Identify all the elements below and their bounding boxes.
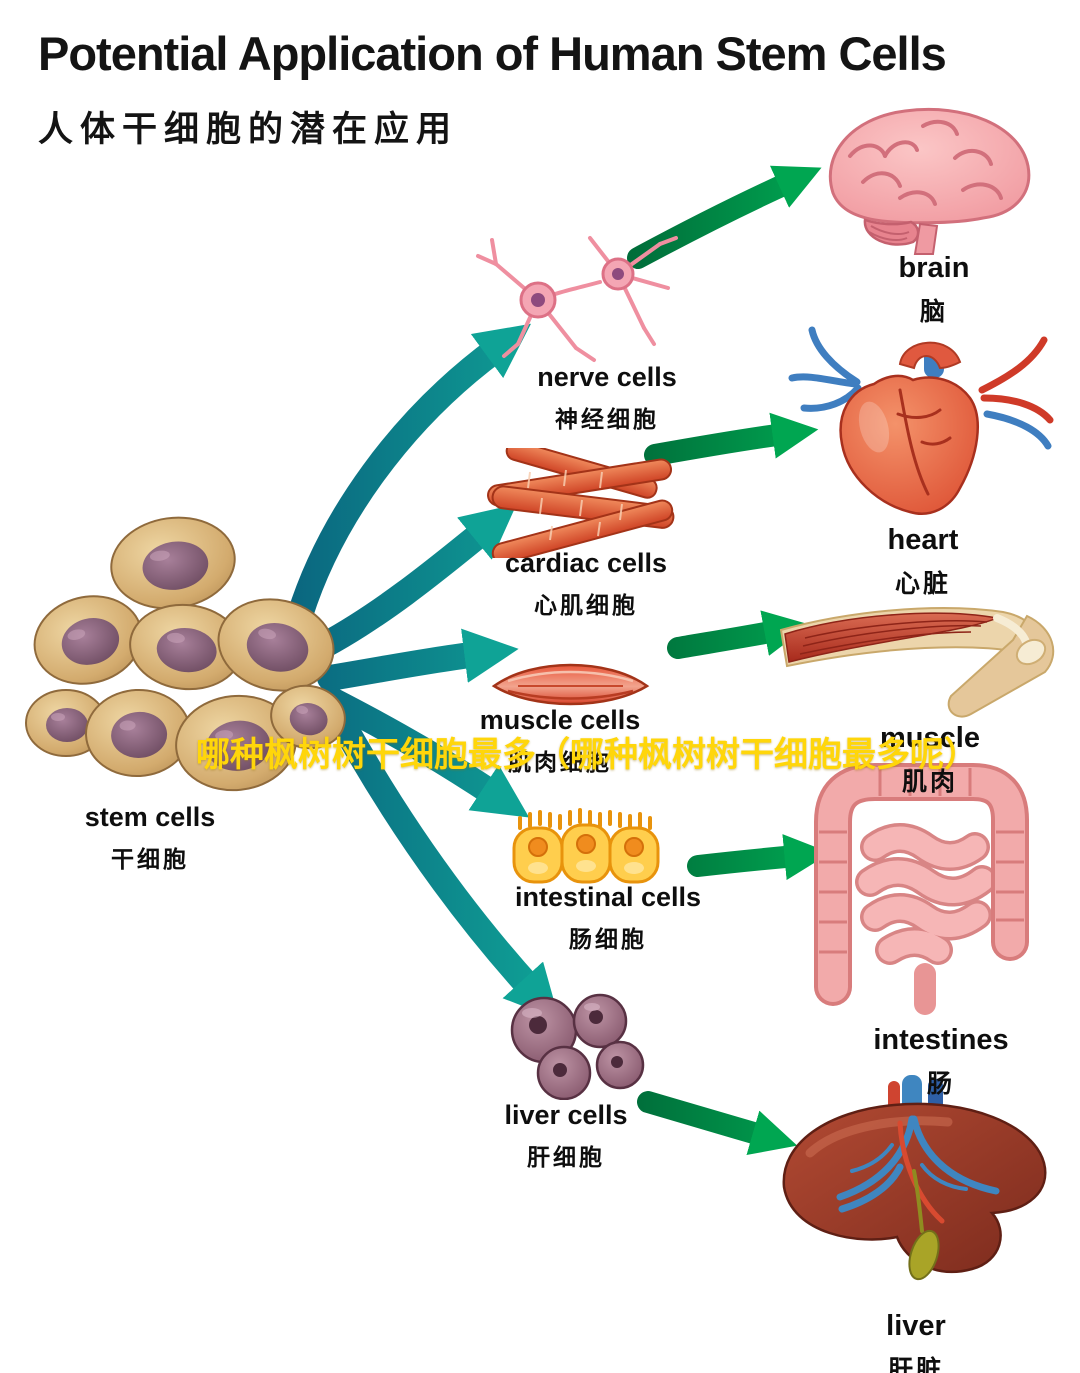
liver-cells-illustration	[492, 985, 652, 1100]
muscle-cells-illustration	[488, 648, 653, 718]
arrow-stem-to-intestinal-cells	[319, 687, 530, 818]
brain-gyri	[848, 119, 1003, 206]
stem-cell-group	[25, 516, 346, 792]
liver-cell-group	[510, 993, 645, 1100]
brainstem	[913, 222, 939, 255]
brain-label: brain 脑	[898, 252, 970, 326]
heart-body	[839, 374, 979, 515]
watermark-text: 哪种枫树树干细胞最多（哪种枫树树干细胞最多呢）	[196, 736, 978, 774]
page-title: Potential Application of Human Stem Cell…	[38, 27, 947, 80]
muscle-label: muscle 肌肉	[880, 722, 980, 796]
colon	[814, 763, 1029, 1015]
gallbladder	[908, 1229, 940, 1281]
arrow-musclecells-to-muscle	[667, 610, 811, 659]
arrow-stem-to-nerve-cells	[287, 323, 531, 628]
arrow-stem-to-liver-cells	[325, 702, 560, 1021]
cardiac-striations	[527, 469, 623, 541]
intestinal-cells-label: intestinal cells 肠细胞	[514, 882, 702, 952]
liver-vein-branches	[850, 1143, 968, 1191]
cardiac-cells-label: cardiac cells 心肌细胞	[504, 548, 668, 618]
liver-label: liver 肝脏	[886, 1310, 946, 1373]
elbow-bone	[1015, 638, 1047, 666]
brain-illustration	[805, 98, 1045, 258]
aorta	[898, 341, 962, 370]
liver-veins	[836, 1115, 1000, 1213]
stem-cells-illustration	[18, 505, 348, 805]
haustra-lines	[819, 768, 1024, 954]
intestinal-cells-illustration	[498, 792, 673, 892]
cerebrum	[828, 107, 1031, 225]
liver-illustration	[772, 1075, 1067, 1310]
muscle-fibers	[799, 620, 988, 655]
cardiac-fibers	[487, 448, 675, 558]
nerve-cells-label: nerve cells 神经细胞	[537, 362, 677, 432]
bile-duct	[912, 1169, 924, 1233]
arrow-stem-to-muscle-cells	[317, 628, 519, 691]
brush-border	[518, 808, 652, 830]
header: Potential Application of Human Stem Cell…	[38, 26, 947, 152]
red-vessels	[978, 336, 1054, 424]
nerve-cells-illustration	[468, 222, 683, 372]
arrow-stem-to-cardiac-cells	[312, 504, 517, 658]
page-subtitle: 人体干细胞的潜在应用	[38, 110, 459, 149]
coronary-vessels	[896, 388, 952, 496]
heart-label: heart 心脏	[887, 524, 959, 598]
cardiac-cells-illustration	[482, 448, 682, 558]
arrow-intestinalcells-to-intestines	[687, 834, 831, 881]
liver-cells-label: liver cells 肝细胞	[504, 1100, 628, 1170]
arrow-livercells-to-liver	[637, 1091, 798, 1155]
stem-cells-label: stem cells 干细胞	[84, 802, 216, 872]
heart-illustration	[782, 322, 1057, 517]
intestines-label: intestines 肠	[873, 1024, 1009, 1098]
blue-vessels	[788, 326, 1052, 450]
muscle-cells-label: muscle cells 肌肉细胞	[479, 705, 641, 775]
liver-artery-branch	[897, 1120, 945, 1224]
nerve-dendrites	[476, 236, 678, 362]
small-intestine	[855, 823, 997, 965]
muscle-organ-illustration	[775, 578, 1075, 718]
intestines-illustration	[795, 752, 1045, 1017]
arrow-cardiac-to-heart	[644, 412, 819, 466]
